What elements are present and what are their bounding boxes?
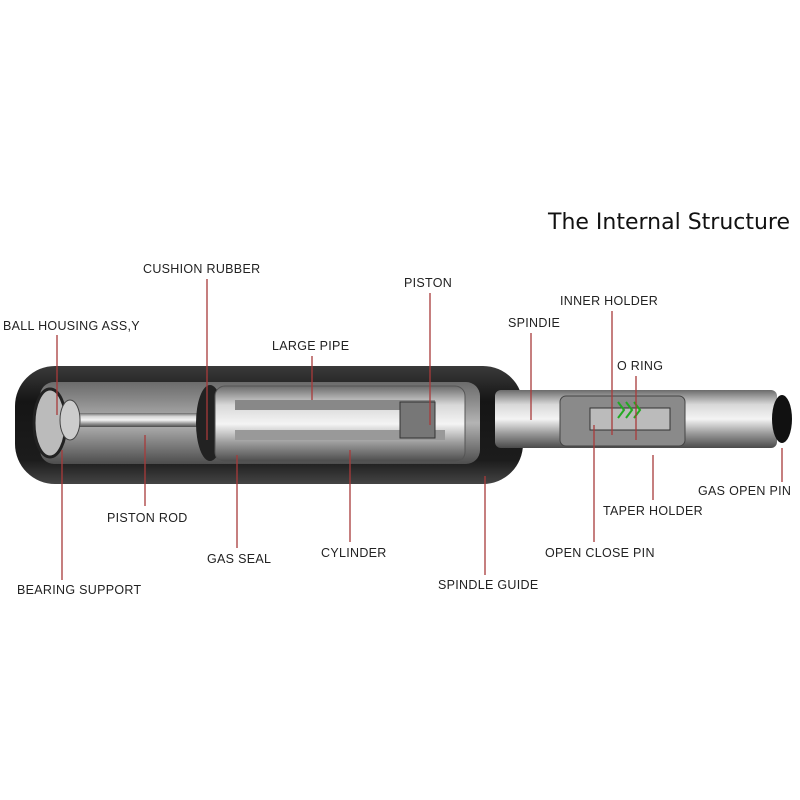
piston-rod-shape bbox=[59, 399, 220, 441]
leader-lines bbox=[56, 279, 783, 580]
label-inner-holder: INNER HOLDER bbox=[560, 294, 659, 308]
label-o-ring: O RING bbox=[617, 359, 664, 373]
label-open-close-pin: OPEN CLOSE PIN bbox=[545, 546, 655, 560]
label-cylinder: CYLINDER bbox=[321, 546, 387, 560]
label-ball-housing: BALL HOUSING ASS,Y bbox=[3, 319, 140, 333]
label-spindie: SPINDIE bbox=[508, 316, 561, 330]
spindle-shape bbox=[495, 390, 792, 448]
label-piston: PISTON bbox=[404, 276, 453, 290]
large-pipe-shape bbox=[196, 385, 466, 463]
label-piston-rod: PISTON ROD bbox=[107, 511, 188, 525]
label-spindle-guide: SPINDLE GUIDE bbox=[438, 578, 539, 592]
label-gas-open-pin: GAS OPEN PIN bbox=[698, 484, 792, 498]
label-bearing-support: BEARING SUPPORT bbox=[17, 583, 142, 597]
label-cushion-rubber: CUSHION RUBBER bbox=[143, 262, 261, 276]
label-taper-holder: TAPER HOLDER bbox=[603, 504, 703, 518]
label-large-pipe: LARGE PIPE bbox=[272, 339, 350, 353]
diagram-title: The Internal Structure bbox=[548, 210, 791, 235]
label-gas-seal: GAS SEAL bbox=[207, 552, 272, 566]
